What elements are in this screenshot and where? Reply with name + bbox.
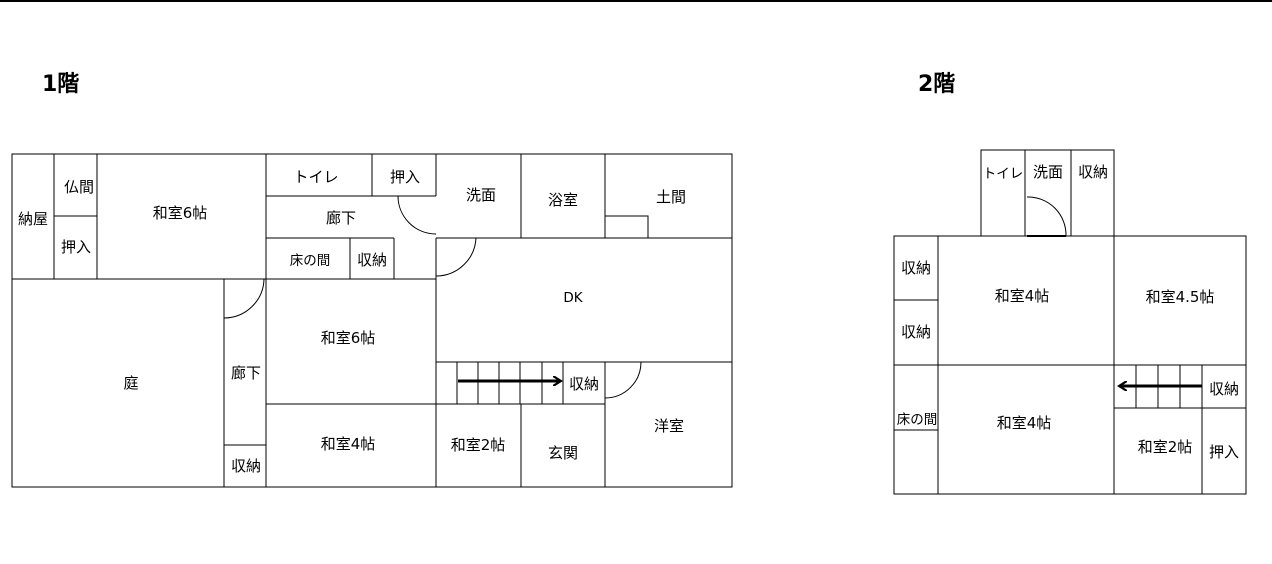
room-label: 収納 bbox=[1078, 163, 1108, 181]
room-label: 廊下 bbox=[231, 364, 261, 382]
room-label: 押入 bbox=[1209, 443, 1239, 461]
room-label: トイレ bbox=[983, 166, 1024, 182]
room-label: 和室4帖 bbox=[995, 287, 1050, 305]
room-label: 和室6帖 bbox=[153, 204, 208, 222]
door-swing bbox=[223, 278, 265, 319]
room-label: 土間 bbox=[656, 188, 686, 206]
room-label: 収納 bbox=[1209, 380, 1239, 398]
room-label: 和室4帖 bbox=[997, 414, 1052, 432]
floor1-labels: 納屋 仏間 押入 和室6帖 トイレ 押入 洗面 浴室 土間 廊下 床の間 収納 … bbox=[18, 168, 686, 475]
room-label: 玄関 bbox=[548, 444, 578, 462]
room-label: 収納 bbox=[357, 251, 387, 269]
door-swing bbox=[397, 195, 437, 235]
room-label: 床の間 bbox=[290, 253, 331, 269]
floor2-plan bbox=[893, 149, 1247, 495]
room-label: 廊下 bbox=[326, 209, 356, 227]
room-label: 床の間 bbox=[897, 412, 938, 428]
room-label: トイレ bbox=[293, 168, 338, 186]
floor1-title: 1階 bbox=[42, 72, 80, 97]
room-label: 収納 bbox=[569, 375, 599, 393]
door-swing bbox=[1026, 196, 1067, 237]
floor2-title: 2階 bbox=[918, 72, 956, 97]
door-swing bbox=[435, 237, 477, 277]
room-label: 押入 bbox=[61, 238, 91, 256]
room-label: 浴室 bbox=[548, 191, 578, 209]
room-label: 収納 bbox=[231, 457, 261, 475]
room-label: 和室2帖 bbox=[451, 436, 506, 454]
floor2-labels: トイレ 洗面 収納 収納 和室4帖 和室4.5帖 収納 収納 床の間 和室4帖 … bbox=[897, 163, 1239, 461]
room-label: 押入 bbox=[390, 168, 420, 186]
room-label: 仏間 bbox=[64, 178, 94, 196]
floor1-plan bbox=[11, 153, 733, 488]
room-label: 和室4帖 bbox=[321, 435, 376, 453]
room-label: 和室4.5帖 bbox=[1146, 288, 1215, 306]
room-label: 収納 bbox=[901, 259, 931, 277]
room-label: 洗面 bbox=[1033, 163, 1063, 181]
room-label: 和室6帖 bbox=[321, 329, 376, 347]
room-label: 納屋 bbox=[18, 210, 48, 228]
door-swing bbox=[604, 361, 642, 399]
room-label: 洗面 bbox=[466, 186, 496, 204]
room-label: 収納 bbox=[901, 323, 931, 341]
room-label: 和室2帖 bbox=[1138, 438, 1193, 456]
room-label: 庭 bbox=[123, 374, 138, 392]
top-border-line bbox=[0, 0, 1272, 2]
room-label: 洋室 bbox=[654, 417, 684, 435]
room-label: DK bbox=[563, 290, 583, 306]
